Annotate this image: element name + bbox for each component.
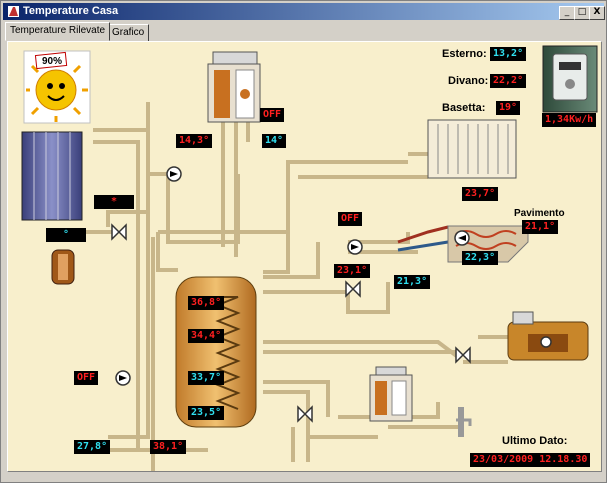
efficiency-badge: 90%: [42, 56, 63, 67]
tab-grafico[interactable]: Grafico: [107, 24, 150, 42]
storage-tank-icon: [175, 276, 257, 428]
hot-pipe: [397, 225, 449, 244]
boiler-right-temp: 14°: [262, 134, 287, 148]
boiler-status: OFF: [260, 108, 285, 122]
meter-value: 1,34Kw/h: [542, 113, 597, 127]
minimize-button[interactable]: _: [559, 6, 575, 20]
floor-top-temp: 23,7°: [462, 187, 499, 201]
collector-temp-right: 38,1°: [150, 440, 187, 454]
stove-icon: [507, 311, 589, 361]
floor-bottom-temp: 22,3°: [462, 251, 499, 265]
tank-temp-1: 36,8°: [188, 296, 225, 310]
ultimo-dato-value: 23/03/2009 12.18.30: [470, 453, 591, 467]
divano-label: Divano:: [448, 75, 489, 87]
mixing-temp-left: 23,1°: [334, 264, 371, 278]
solar-storage-icon: [51, 249, 75, 285]
maximize-button[interactable]: □: [574, 6, 590, 20]
collector-status: OFF: [74, 371, 99, 385]
basetta-value: 19°: [496, 101, 521, 115]
floor-right-temp: 21,1°: [522, 220, 559, 234]
tank-temp-2: 34,4°: [188, 329, 225, 343]
close-button[interactable]: X: [589, 6, 605, 20]
boiler-left-temp: 14,3°: [176, 134, 213, 148]
pipe-network: [83, 102, 508, 471]
status-bar: [1, 472, 606, 482]
water-tap-icon: [456, 407, 472, 437]
energy-meter-icon: [542, 45, 598, 113]
solar-top-value: *: [94, 195, 134, 209]
solar-bottom-value: °: [46, 228, 86, 242]
window-title: Temperature Casa: [23, 5, 119, 17]
solar-panel-icon: [21, 131, 83, 221]
heating-system-diagram: [21, 45, 598, 471]
basetta-label: Basetta:: [442, 102, 486, 114]
radiator-icon: [427, 119, 517, 179]
valve-icons: [111, 223, 471, 423]
app-icon: [8, 6, 19, 17]
tank-temp-3: 33,7°: [188, 371, 225, 385]
pavimento-label: Pavimento: [514, 208, 565, 219]
esterno-label: Esterno:: [442, 48, 487, 60]
title-bar[interactable]: Temperature Casa _ □ X: [3, 3, 605, 20]
mixing-temp-right: 21,3°: [394, 275, 431, 289]
ultimo-dato-label: Ultimo Dato:: [502, 435, 568, 447]
divano-value: 22,2°: [490, 74, 527, 88]
gas-boiler-icon: [207, 51, 261, 123]
tank-temp-4: 23,5°: [188, 406, 225, 420]
esterno-value: 13,2°: [490, 47, 527, 61]
collector-temp-left: 27,8°: [74, 440, 111, 454]
mixing-status: OFF: [338, 212, 363, 226]
wall-boiler-icon: [369, 366, 413, 422]
sun-mascot-icon: [23, 50, 91, 124]
cold-pipe: [397, 240, 449, 252]
tab-temperature-rilevate[interactable]: Temperature Rilevate: [5, 22, 111, 41]
temperature-panel: 90% Esterno: 13,2° Divano: 22,2° Basetta…: [7, 41, 602, 472]
